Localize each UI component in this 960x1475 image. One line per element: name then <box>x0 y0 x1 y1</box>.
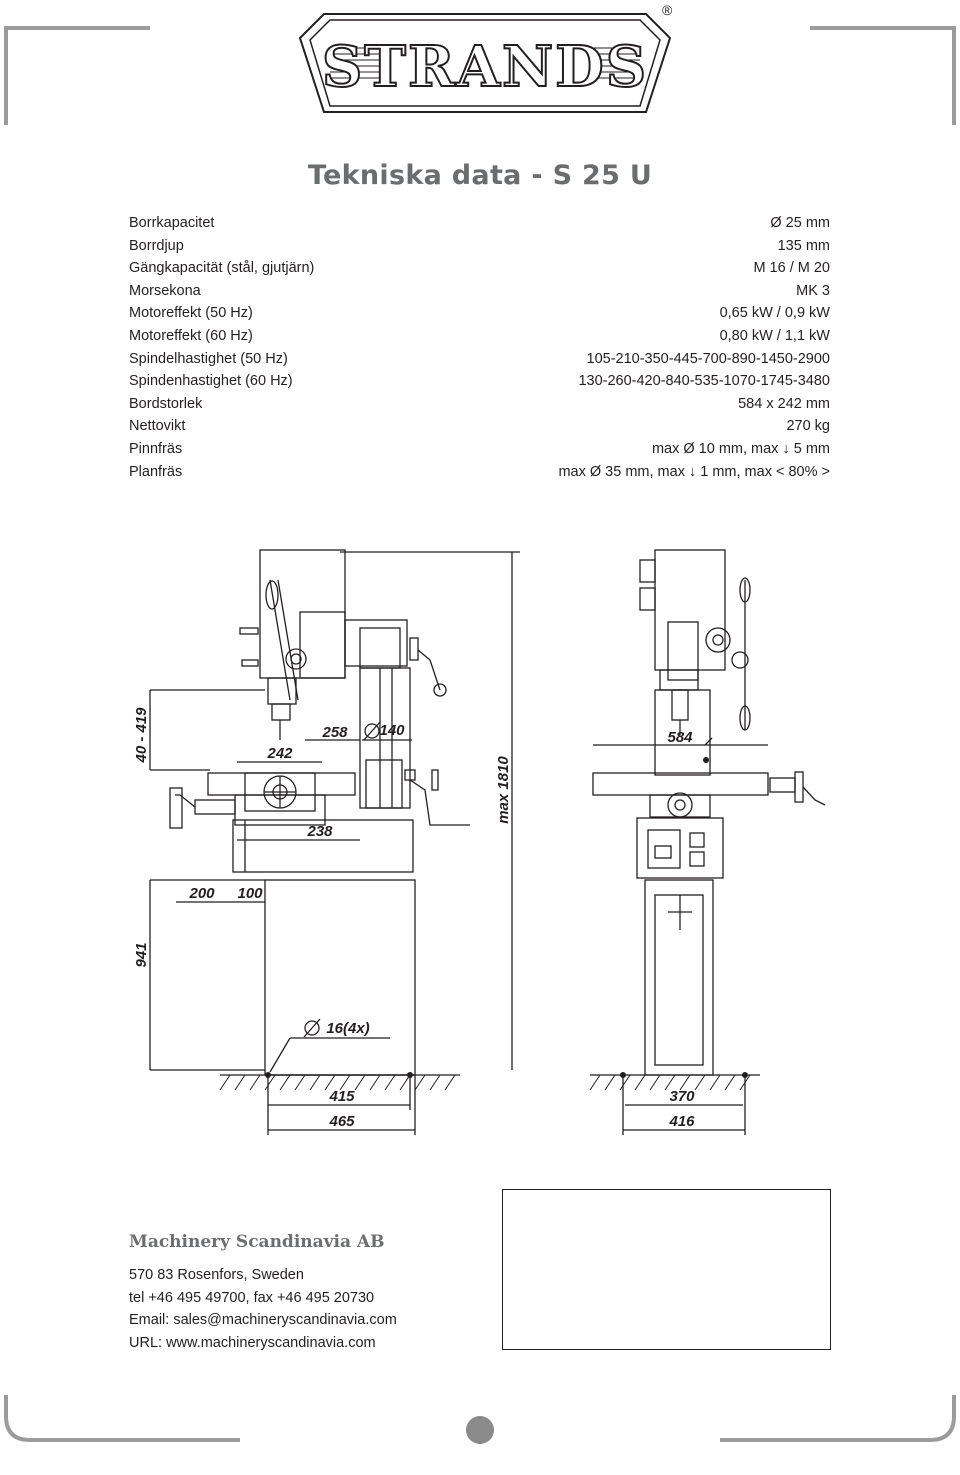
spec-row: Nettovikt 270 kg <box>129 415 830 438</box>
spec-label: Planfräs <box>129 463 183 480</box>
spec-value: 0,80 kW / 1,1 kW <box>719 327 830 344</box>
page-dot <box>466 1416 494 1444</box>
dim-label: 238 <box>306 823 333 840</box>
spec-value: 130-260-420-840-535-1070-1745-3480 <box>578 373 830 390</box>
spec-label: Borrdjup <box>129 237 184 254</box>
spec-label: Pinnfräs <box>129 440 183 457</box>
spec-label: Nettovikt <box>129 418 186 435</box>
page-title: Tekniska data - S 25 U <box>307 160 653 191</box>
dim-label: 415 <box>328 1088 355 1105</box>
dim-label: 370 <box>669 1088 695 1105</box>
company-name: Machinery Scandinavia AB <box>129 1232 385 1252</box>
contact-address: 570 83 Rosenfors, Sweden <box>129 1267 304 1283</box>
spec-row: Borrdjup 135 mm <box>129 235 830 258</box>
spec-row: Pinnfräs max Ø 10 mm, max ↓ 5 mm <box>129 438 830 461</box>
spec-label: Bordstorlek <box>129 395 203 412</box>
dim-label: 140 <box>379 722 405 739</box>
spec-row: Planfräs max Ø 35 mm, max ↓ 1 mm, max < 8… <box>129 461 830 484</box>
spec-value: max Ø 35 mm, max ↓ 1 mm, max < 80% > <box>558 463 830 480</box>
spec-label: Gängkapacität (stål, gjutjärn) <box>129 260 315 277</box>
contact-phone: tel +46 495 49700, fax +46 495 20730 <box>129 1289 375 1306</box>
dim-label: 584 <box>667 729 693 746</box>
diameter-icon-stroke <box>363 721 381 741</box>
dim-label: max 1810 <box>495 756 512 824</box>
dim-label: 941 <box>133 942 150 967</box>
spec-value: 135 mm <box>777 237 830 254</box>
contact-block: Machinery Scandinavia AB 570 83 Rosenfor… <box>129 1232 397 1354</box>
diameter-icon <box>304 1020 320 1036</box>
dim-label: 242 <box>266 745 293 762</box>
spec-value: 0,65 kW / 0,9 kW <box>719 305 830 322</box>
spec-row: Morsekona MK 3 <box>129 280 830 303</box>
logo-text: STRANDS <box>322 34 648 100</box>
spec-row: Spindelhastighet (50 Hz) 105-210-350-445-… <box>129 348 830 371</box>
dim-label: 100 <box>237 885 263 902</box>
spec-label: Spindelhastighet (50 Hz) <box>129 350 288 367</box>
diameter-icon-stroke <box>303 1018 321 1038</box>
contact-url[interactable]: URL: www.machineryscandinavia.com <box>129 1334 376 1351</box>
spec-value: 270 kg <box>786 418 830 435</box>
spec-value: 584 x 242 mm <box>738 395 830 412</box>
spec-label: Morsekona <box>129 282 201 299</box>
spec-value: 105-210-350-445-700-890-1450-2900 <box>586 350 830 367</box>
dealer-stamp-box <box>502 1189 831 1350</box>
dim-label: 16(4x) <box>326 1020 369 1037</box>
contact-email[interactable]: Email: sales@machineryscandinavia.com <box>129 1312 397 1329</box>
strands-logo: STRANDS ® <box>290 2 680 118</box>
spec-row: Bordstorlek 584 x 242 mm <box>129 393 830 416</box>
spec-label: Motoreffekt (60 Hz) <box>129 327 253 344</box>
spec-label: Borrkapacitet <box>129 215 215 231</box>
spec-table: Borrkapacitet Ø 25 mm Borrdjup 135 mm Gäng… <box>129 212 830 483</box>
spec-row: Spindenhastighet (60 Hz) 130-260-420-840-… <box>129 370 830 393</box>
spec-value: Ø 25 mm <box>770 215 830 231</box>
spec-label: Motoreffekt (50 Hz) <box>129 305 253 322</box>
dim-label: 258 <box>321 724 348 741</box>
spec-row: Motoreffekt (50 Hz) 0,65 kW / 0,9 kW <box>129 302 830 325</box>
registered-mark: ® <box>662 2 673 18</box>
spec-label: Spindenhastighet (60 Hz) <box>129 373 293 390</box>
spec-row: Gängkapacität (stål, gjutjärn) M 16 / M 2… <box>129 257 830 280</box>
dim-label: 40 - 419 <box>133 707 150 764</box>
spec-value: M 16 / M 20 <box>753 260 830 277</box>
dim-label: 465 <box>328 1113 355 1130</box>
spec-row: Borrkapacitet Ø 25 mm <box>129 212 830 235</box>
dim-label: 200 <box>188 885 215 902</box>
spec-row: Motoreffekt (60 Hz) 0,80 kW / 1,1 kW <box>129 325 830 348</box>
dim-label: 416 <box>668 1113 695 1130</box>
diameter-icon <box>364 723 380 739</box>
technical-drawing: 40 - 419 242 258 140 238 max 1810 200 10… <box>133 549 826 1135</box>
spec-value: max Ø 10 mm, max ↓ 5 mm <box>651 440 830 457</box>
spec-value: MK 3 <box>796 282 830 299</box>
